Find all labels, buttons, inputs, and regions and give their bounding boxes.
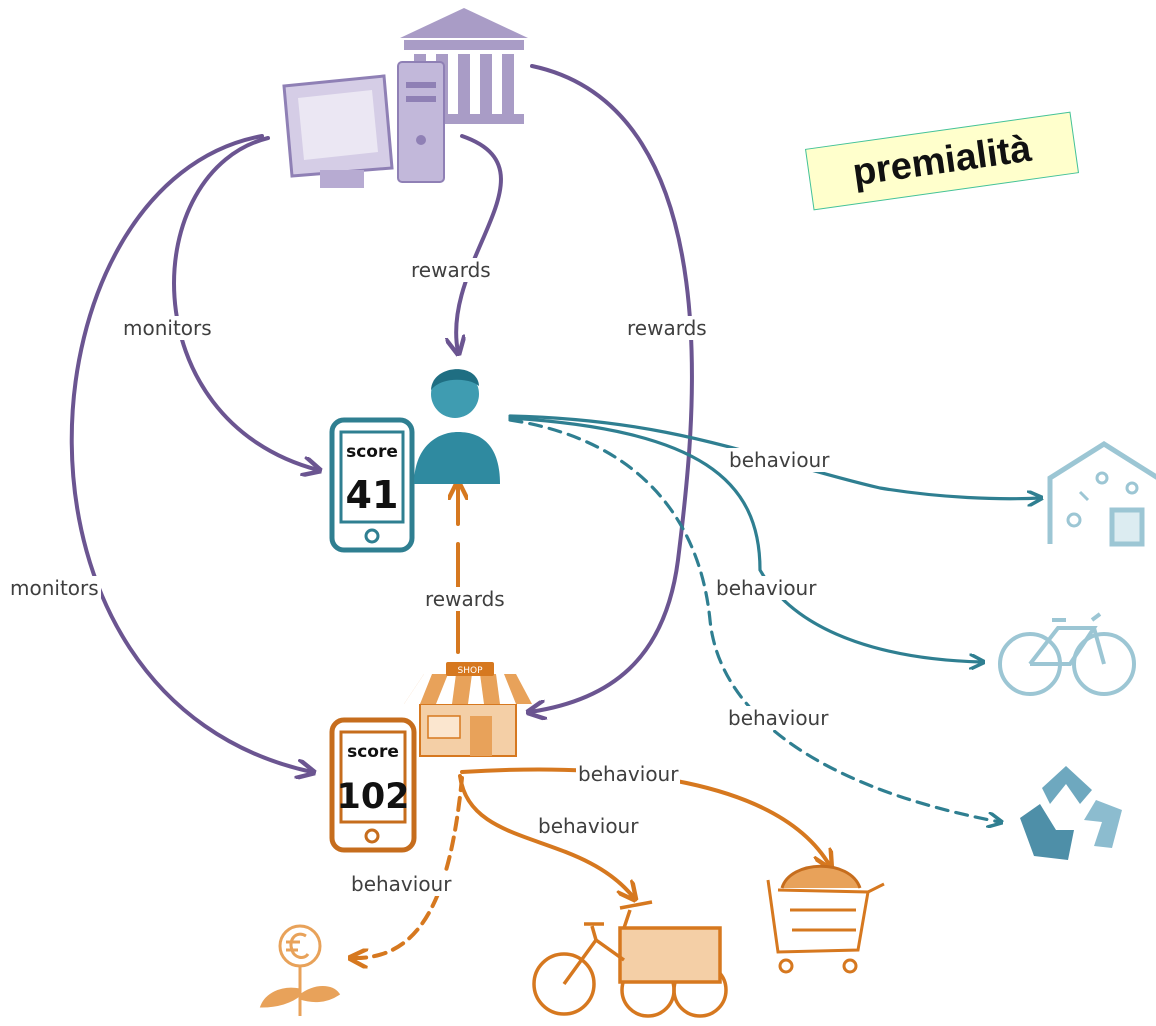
citizen-phone	[329, 417, 415, 553]
label-behaviour-home: behaviour	[727, 448, 832, 472]
computer-icon	[282, 61, 445, 188]
label-rewards-shop: rewards	[625, 316, 709, 340]
label-rewards-shop-to-citizen: rewards	[423, 587, 507, 611]
shop-phone	[329, 717, 417, 853]
label-monitors-shop: monitors	[8, 576, 101, 600]
label-rewards-citizen: rewards	[409, 258, 493, 282]
arrow-monitors-citizen	[172, 136, 318, 470]
label-behaviour-recycle: behaviour	[726, 706, 831, 730]
label-behaviour-ecolabel: behaviour	[349, 872, 454, 896]
person-icon	[414, 369, 500, 484]
arrow-behaviour-home	[508, 414, 1040, 499]
shop-score-value: 102	[336, 777, 409, 817]
label-monitors-citizen: monitors	[121, 316, 214, 340]
label-behaviour-bike: behaviour	[714, 576, 819, 600]
shop-score-label: score	[347, 742, 399, 762]
shop-icon	[404, 662, 532, 757]
citizen-score-value: 41	[346, 473, 399, 517]
arrow-monitors-shop	[69, 134, 312, 772]
ecolabel-icon	[259, 924, 341, 1016]
arrow-rewards-shop	[530, 64, 694, 712]
arrow-behaviour-cargo	[458, 774, 634, 898]
shop-sign-text: SHOP	[458, 666, 484, 676]
arrow-rewards-citizen	[456, 134, 503, 352]
label-behaviour-cargo: behaviour	[536, 814, 641, 838]
bicycle-icon	[998, 612, 1136, 696]
arrow-behaviour-bike	[508, 416, 982, 662]
shopping-cart-icon	[766, 864, 885, 974]
arrow-behaviour-ecolabel	[352, 776, 464, 958]
label-behaviour-cart: behaviour	[576, 762, 681, 786]
recycle-icon	[1020, 766, 1122, 860]
arrow-behaviour-recycle	[508, 418, 1000, 822]
arrow-behaviour-cart	[460, 767, 830, 866]
citizen-score-label: score	[346, 442, 398, 462]
smart-home-icon	[1047, 441, 1156, 547]
cargo-bike-icon	[532, 900, 728, 1018]
